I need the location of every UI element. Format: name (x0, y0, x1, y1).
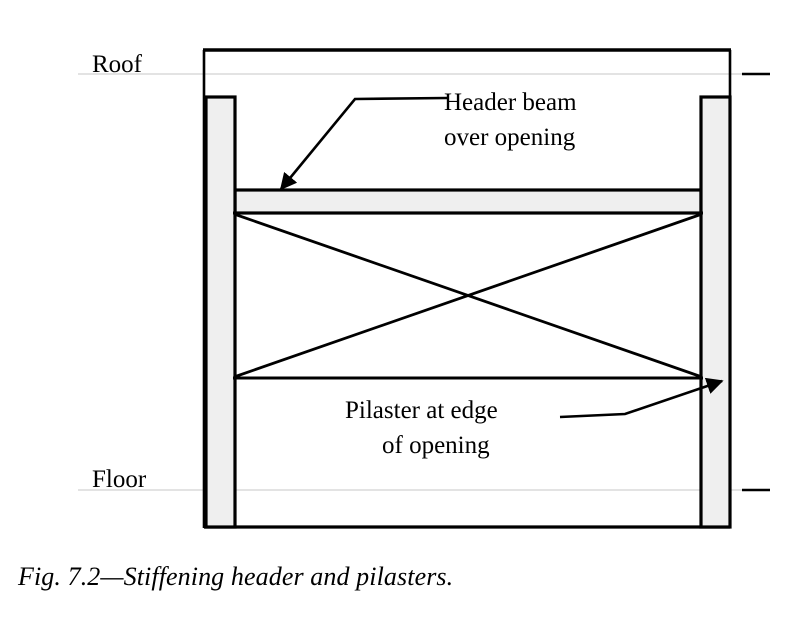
header-beam (233, 188, 703, 215)
floor-level-label: Floor (92, 466, 147, 493)
pilaster-callout-line-2: of opening (382, 432, 490, 459)
right-pilaster (699, 95, 732, 529)
figure-caption: Fig. 7.2—Stiffening header and pilasters… (18, 562, 454, 591)
left-pilaster (204, 95, 237, 529)
brace-diagonal-up (233, 212, 703, 379)
roof-level-label: Roof (92, 51, 143, 78)
header-callout-line-1: Header beam (444, 89, 577, 116)
pilaster-callout-line-1: Pilaster at edge (345, 397, 498, 424)
header-callout-line-2: over opening (444, 124, 576, 151)
header-beam-leader-line (279, 96, 448, 191)
pilaster-leader-line (559, 377, 724, 419)
